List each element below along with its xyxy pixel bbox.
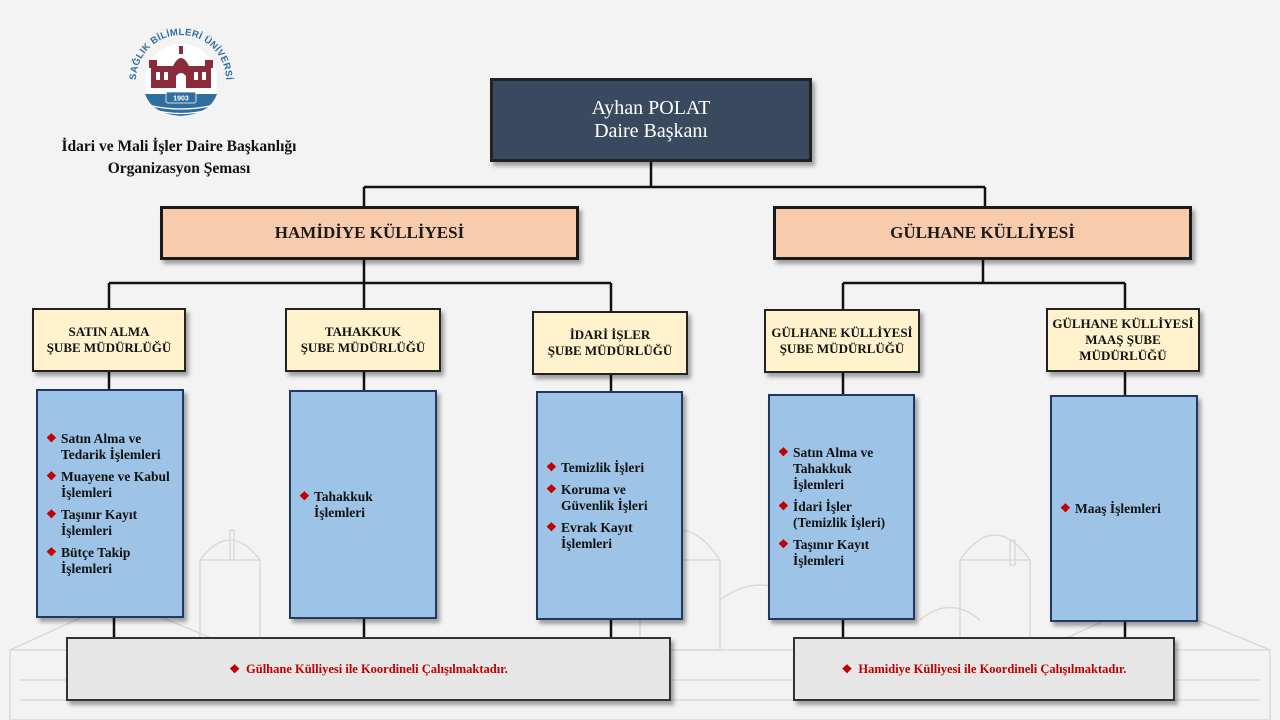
branch-line: ŞUBE MÜDÜRLÜĞÜ (779, 341, 905, 356)
bullet-icon: ❖ (46, 506, 57, 521)
logo-year: 1903 (173, 96, 189, 103)
coordination-note-hamidiye: ❖ Gülhane Külliyesi ile Koordineli Çalış… (66, 637, 671, 701)
task-box-gulhane-maas: ❖Maaş İşlemleri (1050, 395, 1198, 622)
bullet-icon: ❖ (778, 499, 789, 513)
university-logo: SAĞLIK BİLİMLERİ ÜNİVERSİTESİ 1903 (118, 14, 234, 116)
branch-box-idari-isler: İDARİ İŞLER ŞUBE MÜDÜRLÜĞÜ (532, 311, 688, 375)
branch-line: ŞUBE MÜDÜRLÜĞÜ (46, 340, 172, 355)
bullet-icon: ❖ (841, 661, 853, 676)
task-box-idari-isler: ❖Temizlik İşleri ❖Koruma ve Güvenlik İşl… (536, 391, 683, 620)
task-item: ❖Evrak Kayıt İşlemleri (546, 519, 633, 551)
bullet-icon: ❖ (778, 445, 789, 459)
chart-header: İdari ve Mali İşler Daire Başkanlığı Org… (20, 136, 338, 180)
campus-box-gulhane: GÜLHANE KÜLLİYESİ (773, 206, 1192, 260)
task-item: ❖Muayene ve Kabul İşlemleri (46, 468, 170, 500)
bullet-icon: ❖ (546, 459, 557, 474)
task-item: ❖İdari İşler (Temizlik İşleri) (778, 499, 886, 530)
task-item: ❖Taşınır Kayıt İşlemleri (778, 537, 870, 568)
branch-line: ŞUBE MÜDÜRLÜĞÜ (300, 340, 426, 355)
branch-line: İDARİ İŞLER (569, 327, 651, 342)
branch-line: GÜLHANE KÜLLİYESİ (771, 325, 913, 340)
bullet-icon: ❖ (299, 488, 310, 503)
campus-label-gulhane: GÜLHANE KÜLLİYESİ (890, 223, 1075, 242)
task-box-gulhane: ❖Satın Alma ve Tahakkuk İşlemleri ❖İdari… (768, 394, 915, 620)
coordination-note-gulhane: ❖ Hamidiye Külliyesi ile Koordineli Çalı… (793, 637, 1175, 701)
task-box-tahakkuk: ❖Tahakkuk İşlemleri (289, 390, 437, 619)
note-text: Gülhane Külliyesi ile Koordineli Çalışıl… (246, 661, 508, 676)
branch-line: ŞUBE MÜDÜRLÜĞÜ (547, 343, 673, 358)
bullet-icon: ❖ (546, 481, 557, 496)
branch-line: MAAŞ ŞUBE (1085, 332, 1161, 347)
header-line-2: Organizasyon Şeması (107, 160, 251, 177)
task-item: ❖Koruma ve Güvenlik İşleri (546, 481, 648, 513)
task-item: ❖Maaş İşlemleri (1060, 500, 1161, 516)
bullet-icon: ❖ (46, 544, 57, 559)
head-name: Ayhan POLAT (591, 97, 711, 119)
branch-line: GÜLHANE KÜLLİYESİ (1052, 316, 1194, 331)
task-item: ❖Tahakkuk İşlemleri (299, 488, 373, 520)
note-text: Hamidiye Külliyesi ile Koordineli Çalışı… (858, 661, 1127, 676)
task-item: ❖Satın Alma ve Tedarik İşlemleri (46, 430, 161, 462)
branch-box-satin-alma: SATIN ALMA ŞUBE MÜDÜRLÜĞÜ (32, 308, 186, 372)
head-title: Daire Başkanı (594, 120, 708, 142)
task-item: ❖Taşınır Kayıt İşlemleri (46, 506, 138, 538)
bullet-icon: ❖ (1060, 500, 1071, 515)
branch-line: MÜDÜRLÜĞÜ (1079, 348, 1167, 363)
branch-box-gulhane-maas: GÜLHANE KÜLLİYESİ MAAŞ ŞUBE MÜDÜRLÜĞÜ (1046, 308, 1200, 372)
bullet-icon: ❖ (46, 430, 57, 445)
branch-line: SATIN ALMA (68, 324, 150, 339)
task-item: ❖Bütçe Takip İşlemleri (46, 544, 131, 576)
campus-box-hamidiye: HAMİDİYE KÜLLİYESİ (160, 206, 579, 260)
header-line-1: İdari ve Mali İşler Daire Başkanlığı (61, 138, 297, 155)
task-box-satin-alma: ❖Satın Alma ve Tedarik İşlemleri ❖Muayen… (36, 389, 184, 618)
task-item: ❖Temizlik İşleri (546, 459, 645, 475)
branch-box-tahakkuk: TAHAKKUK ŞUBE MÜDÜRLÜĞÜ (285, 308, 441, 372)
bullet-icon: ❖ (778, 537, 789, 551)
task-item: ❖Satın Alma ve Tahakkuk İşlemleri (778, 445, 874, 492)
campus-label-hamidiye: HAMİDİYE KÜLLİYESİ (274, 223, 465, 242)
bullet-icon: ❖ (229, 661, 241, 676)
bullet-icon: ❖ (46, 468, 57, 483)
branch-line: TAHAKKUK (324, 324, 402, 339)
bullet-icon: ❖ (546, 519, 557, 534)
department-head-box: Ayhan POLAT Daire Başkanı (490, 78, 812, 162)
branch-box-gulhane: GÜLHANE KÜLLİYESİ ŞUBE MÜDÜRLÜĞÜ (764, 309, 920, 373)
